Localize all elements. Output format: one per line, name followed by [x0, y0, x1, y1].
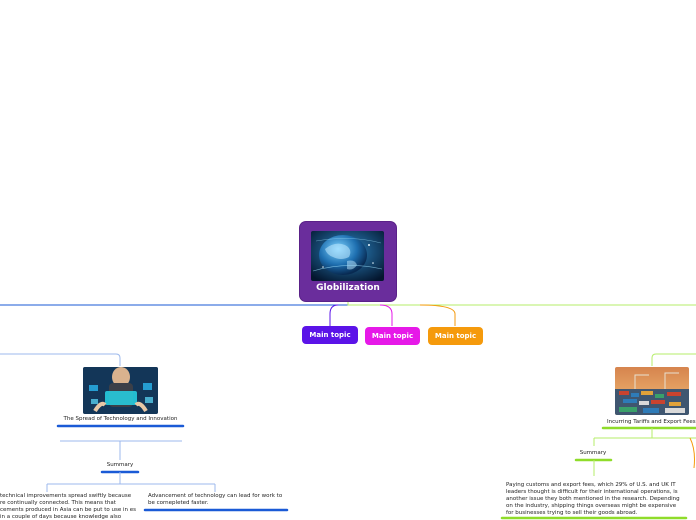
right-topic-title[interactable]: Incurring Tariffs and Export Fees [604, 419, 696, 425]
shipping-port-icon [615, 367, 689, 415]
topic1-connector [330, 305, 338, 326]
right-topic-connector [652, 354, 696, 366]
central-topic-node[interactable]: Globilization [300, 222, 396, 301]
right-branch-connector [348, 301, 696, 305]
tech-hands-icon [83, 367, 158, 414]
globe-network-icon [311, 231, 384, 281]
right-detail[interactable]: Paying customs and export fees, which 29… [506, 482, 684, 517]
left-branch-connector [0, 301, 348, 305]
left-detail-1[interactable]: technical improvements spread swiftly be… [0, 493, 136, 520]
left-summary-label[interactable]: Summary [100, 462, 140, 468]
left-topic-title[interactable]: The Spread of Technology and Innovation [60, 416, 181, 422]
left-topic-connector [0, 354, 120, 366]
central-topic-title: Globilization [300, 283, 396, 293]
topic3-connector [420, 305, 455, 326]
main-topic-1[interactable]: Main topic [302, 326, 358, 344]
main-topic-2[interactable]: Main topic [365, 327, 420, 345]
right-summary-label[interactable]: Summary [574, 450, 612, 456]
topic2-connector [380, 305, 392, 326]
left-detail-2[interactable]: Advancement of technology can lead for w… [148, 493, 288, 507]
main-topic-3[interactable]: Main topic [428, 327, 483, 345]
